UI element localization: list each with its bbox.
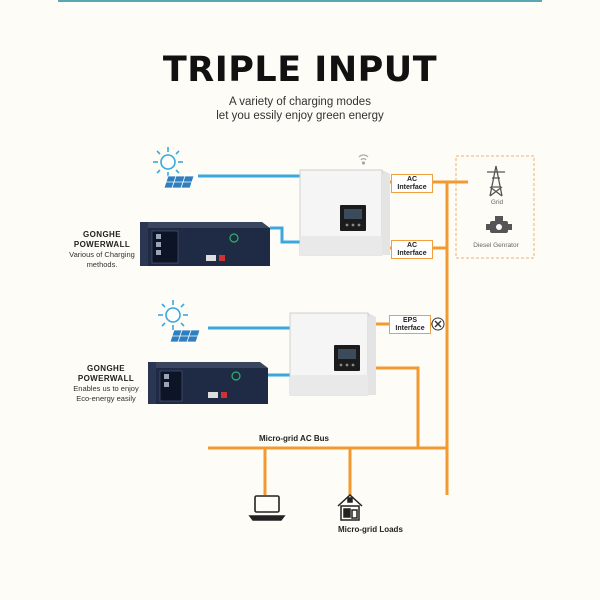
- page-title: TRIPLE INPUT: [162, 50, 438, 90]
- desc-line-2: methods.: [86, 260, 118, 269]
- ac-interface-1-line1: AC: [406, 176, 418, 183]
- inverter2-output: [376, 366, 420, 448]
- top-divider: [58, 0, 542, 2]
- dc-lines: [198, 174, 300, 377]
- ac-interface-2-line2: Interface: [397, 249, 427, 257]
- system-1-label: GONGHE POWERWALL Various of Charging met…: [62, 230, 142, 270]
- eps-interface: EPS Interface: [389, 315, 431, 334]
- ac-interface-1: AC Interface: [391, 174, 433, 193]
- ac-interface-1-line2: Interface: [397, 183, 427, 191]
- wifi-icon: [358, 154, 369, 165]
- system-2-label: GONGHE POWERWALL Enables us to enjoy Eco…: [64, 364, 148, 404]
- desc-line-2: Eco-energy easily: [76, 394, 136, 403]
- battery-unit-1: [140, 222, 270, 266]
- brand-line-1: GONGHE: [83, 230, 121, 239]
- brand-line-1: GONGHE: [87, 364, 125, 373]
- dc-line-battery-1: [270, 226, 300, 244]
- eps-interface-line1: EPS: [402, 317, 417, 324]
- desc-line-1: Various of Charging: [69, 250, 135, 259]
- sun-icon: [158, 300, 188, 330]
- grid-tower-icon: [487, 165, 505, 197]
- subtitle-line-1: A variety of charging modes: [229, 96, 371, 108]
- micro-grid-bus-label: Micro-grid AC Bus: [259, 434, 329, 443]
- micro-grid-loads-label: Micro-grid Loads: [338, 525, 403, 534]
- battery-unit-2: [148, 362, 268, 404]
- desc-line-1: Enables us to enjoy: [73, 384, 139, 393]
- subtitle-line-2: let you essily enjoy green energy: [216, 110, 384, 122]
- inverter-unit-2: [289, 312, 376, 396]
- laptop-icon: [248, 495, 286, 521]
- brand-line-2: POWERWALL: [77, 374, 135, 383]
- page-subtitle: A variety of charging modes let you essi…: [0, 95, 600, 123]
- ac-interface-2: AC Interface: [391, 240, 433, 259]
- diesel-generator-label: Diesel Genrator: [473, 242, 519, 249]
- house-icon: [337, 493, 363, 521]
- breaker-x-icon: [431, 317, 445, 331]
- ac-interface-2-line1: AC: [406, 242, 418, 249]
- solar-panel-icon: [169, 329, 201, 343]
- brand-line-2: POWERWALL: [73, 240, 131, 249]
- grid-label: Grid: [490, 199, 504, 206]
- eps-interface-line2: Interface: [395, 324, 425, 332]
- engine-icon: [486, 216, 512, 233]
- solar-panel-icon: [163, 175, 195, 189]
- inverter-unit-1: [299, 169, 390, 256]
- sun-icon: [153, 147, 183, 177]
